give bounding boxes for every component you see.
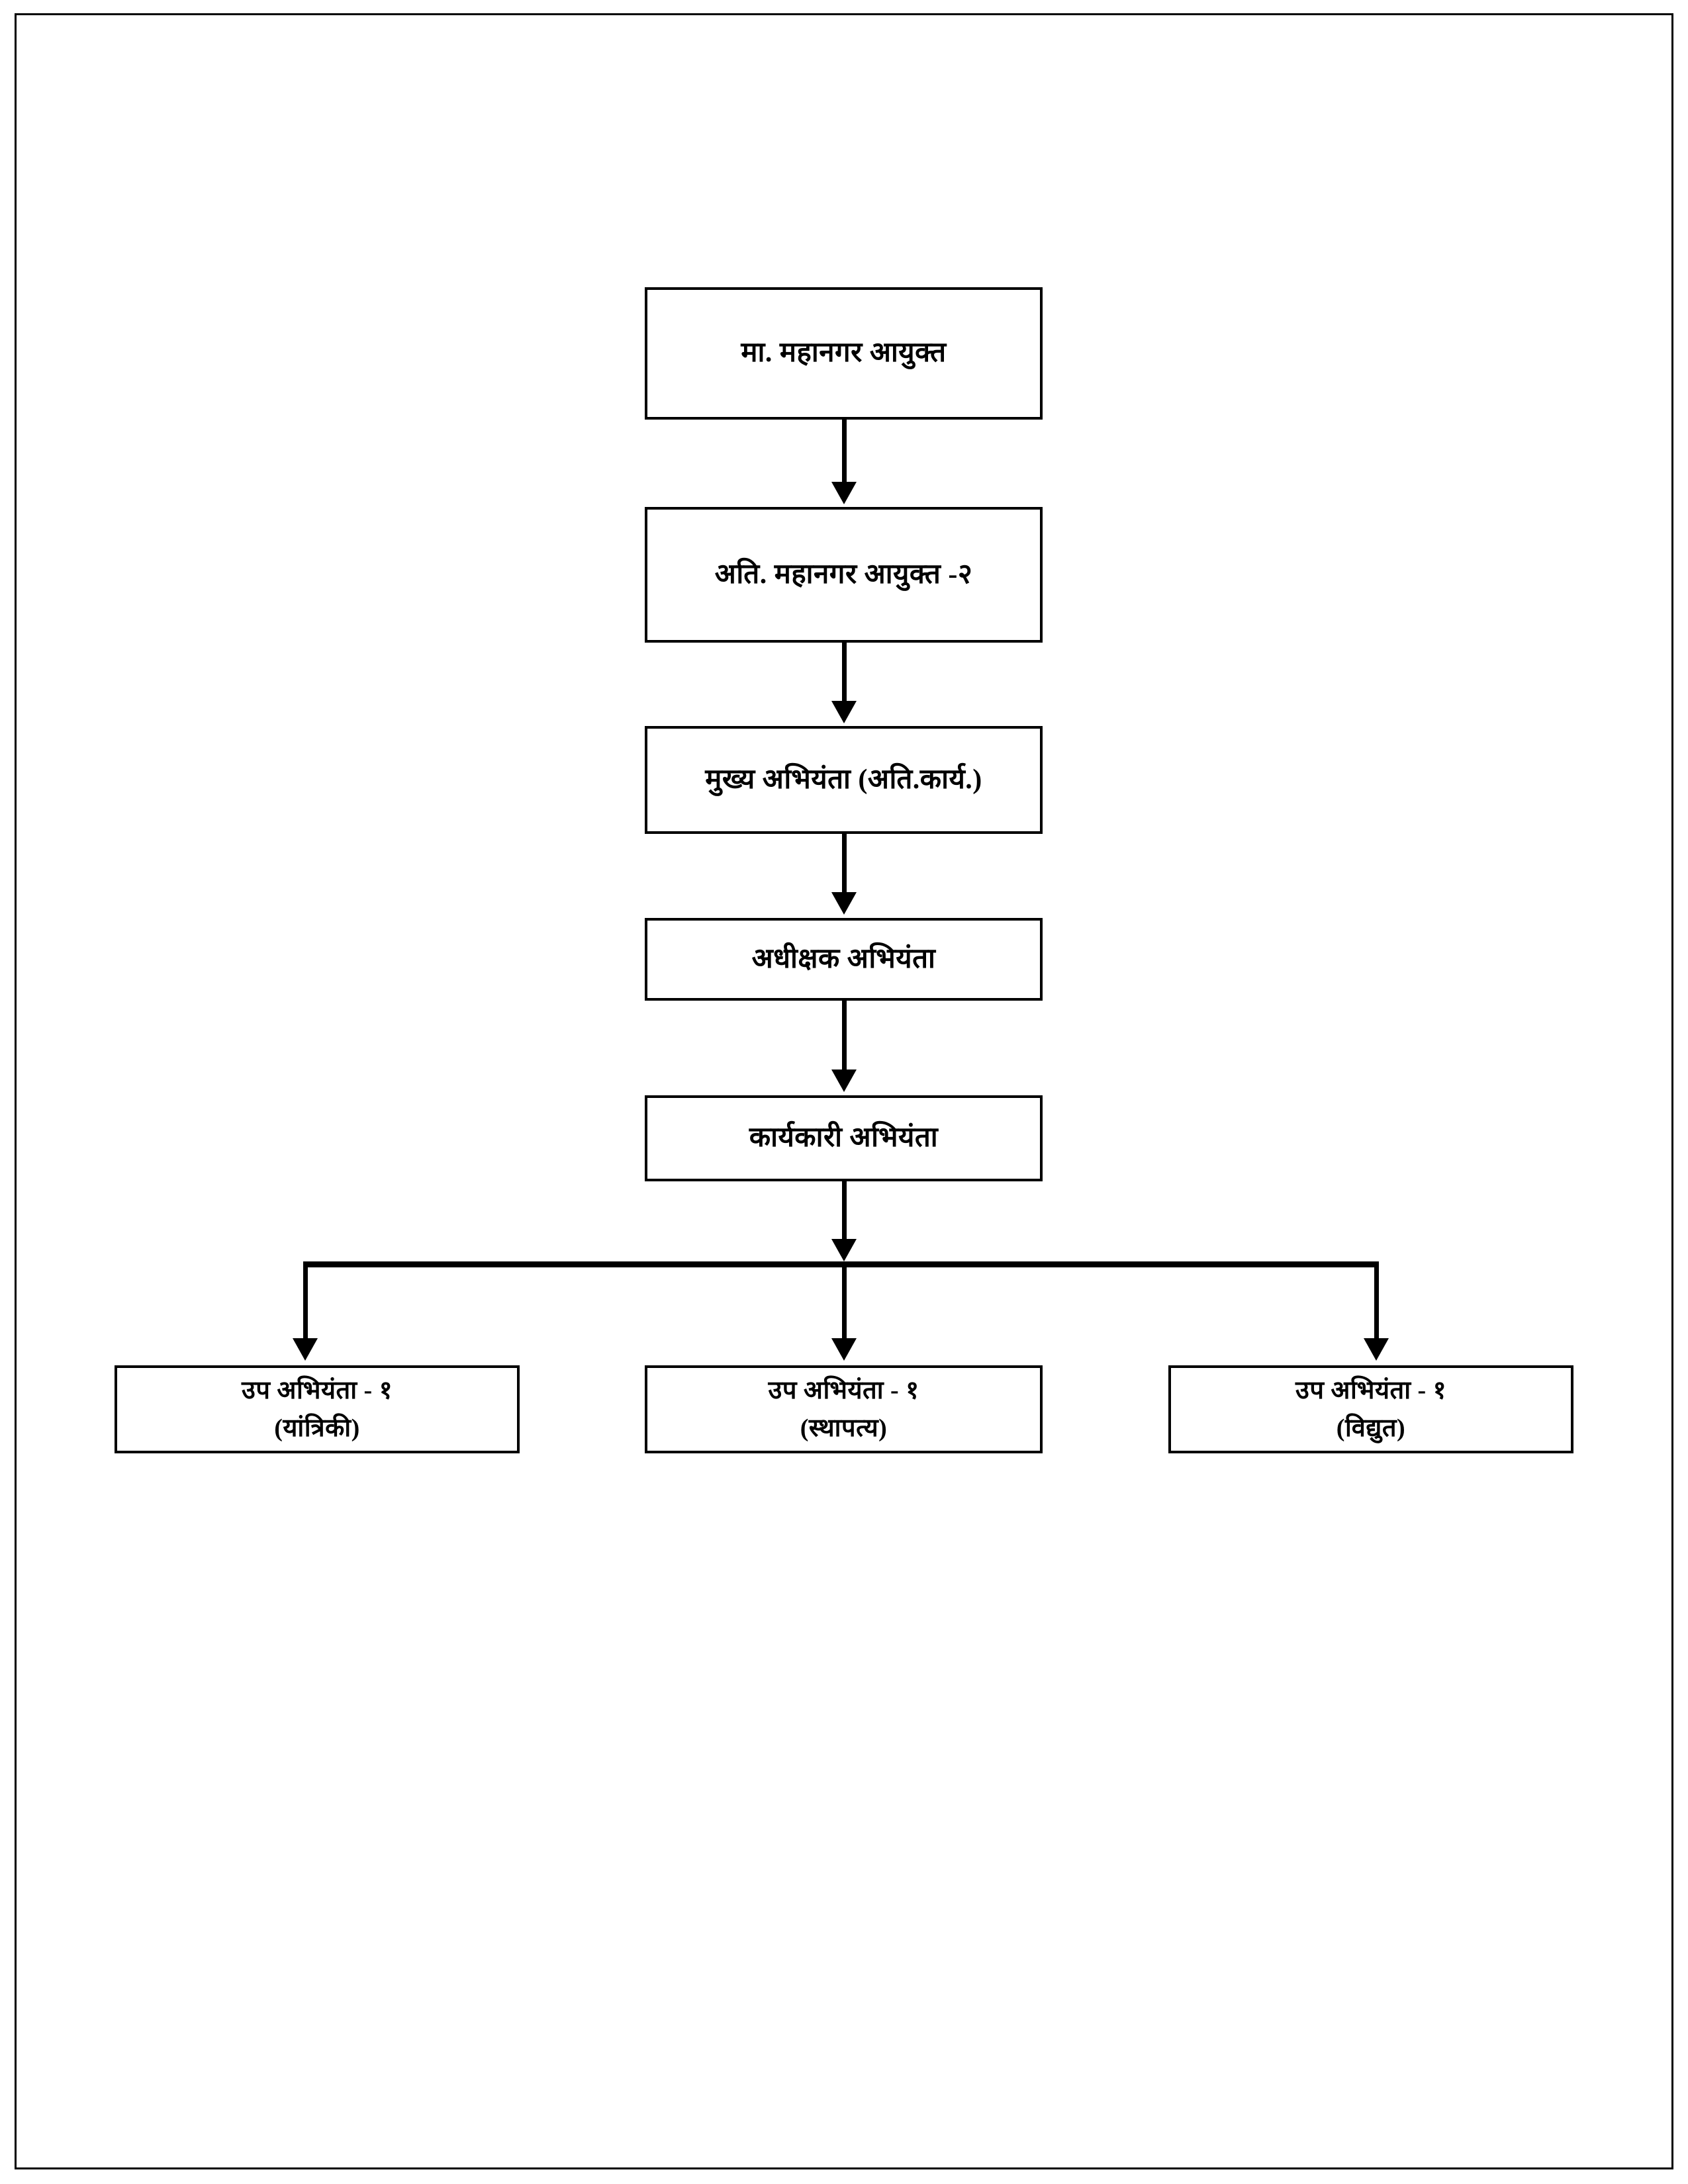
org-node-label: मुख्य अभियंता (अति.कार्य.) bbox=[705, 764, 982, 795]
page-border bbox=[15, 13, 1673, 2169]
org-node-executive-engineer[interactable]: कार्यकारी अभियंता bbox=[645, 1095, 1043, 1181]
org-node-sublabel: (स्थापत्य) bbox=[800, 1414, 888, 1442]
org-node-deputy-engineer-mechanical[interactable]: उप अभियंता - १ (यांत्रिकी) bbox=[115, 1365, 520, 1453]
arrow-down-icon bbox=[1364, 1338, 1389, 1361]
org-node-label: अधीक्षक अभियंता bbox=[751, 943, 936, 974]
arrow-down-icon bbox=[831, 1338, 857, 1361]
arrow-down-icon bbox=[831, 892, 857, 915]
connector-line bbox=[842, 834, 847, 895]
connector-line bbox=[842, 420, 847, 484]
org-node-chief-engineer[interactable]: मुख्य अभियंता (अति.कार्य.) bbox=[645, 726, 1043, 834]
branch-bus-bar bbox=[303, 1261, 1379, 1267]
org-node-label: कार्यकारी अभियंता bbox=[749, 1122, 939, 1154]
org-node-sublabel: (यांत्रिकी) bbox=[274, 1414, 360, 1442]
connector-line bbox=[842, 643, 847, 704]
org-node-label: उप अभियंता - १ bbox=[1295, 1376, 1446, 1404]
arrow-down-icon bbox=[831, 482, 857, 504]
org-node-label: उप अभियंता - १ bbox=[242, 1376, 393, 1404]
org-node-sublabel: (विद्युत) bbox=[1336, 1414, 1406, 1442]
connector-line bbox=[842, 1181, 847, 1241]
arrow-down-icon bbox=[831, 1069, 857, 1092]
arrow-down-icon bbox=[293, 1338, 318, 1361]
org-node-addl-commissioner-2[interactable]: अति. महानगर आयुक्त -२ bbox=[645, 507, 1043, 643]
org-node-label: अति. महानगर आयुक्त -२ bbox=[714, 559, 973, 590]
org-node-deputy-engineer-electrical[interactable]: उप अभियंता - १ (विद्युत) bbox=[1168, 1365, 1573, 1453]
org-node-superintending-engineer[interactable]: अधीक्षक अभियंता bbox=[645, 918, 1043, 1001]
connector-line bbox=[842, 1001, 847, 1072]
arrow-down-icon bbox=[831, 701, 857, 723]
org-node-deputy-engineer-civil[interactable]: उप अभियंता - १ (स्थापत्य) bbox=[645, 1365, 1043, 1453]
org-node-commissioner[interactable]: मा. महानगर आयुक्त bbox=[645, 287, 1043, 420]
org-node-label: उप अभियंता - १ bbox=[768, 1376, 919, 1404]
arrow-down-icon bbox=[831, 1239, 857, 1261]
connector-bus-to-leaf-center bbox=[842, 1265, 847, 1342]
connector-bus-to-leaf-left bbox=[303, 1265, 308, 1342]
connector-bus-to-leaf-right bbox=[1374, 1265, 1379, 1342]
org-node-label: मा. महानगर आयुक्त bbox=[741, 338, 947, 369]
